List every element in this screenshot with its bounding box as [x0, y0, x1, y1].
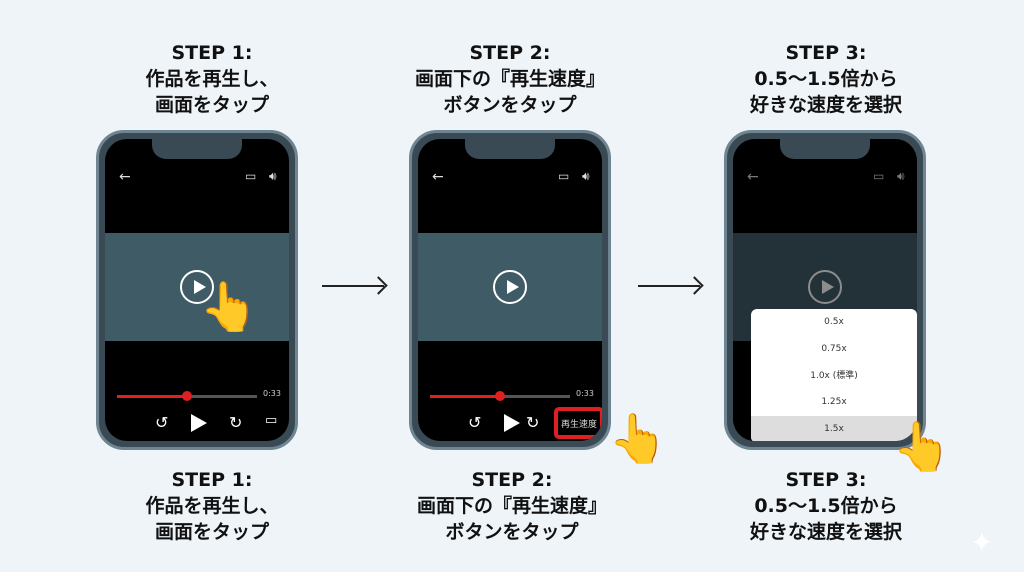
airplay-icon[interactable]: ▭: [265, 413, 278, 428]
notch: [152, 139, 242, 159]
player-screen[interactable]: ← ▭ 🔊︎ 0:33 ↺ ↻ ▭: [105, 139, 289, 441]
player-screen[interactable]: ← ▭ 🔊︎ 0.5x 0.75x 1.0x (標準) 1.25x 1.5x: [733, 139, 917, 441]
time-label: 0:33: [576, 389, 594, 398]
back-icon[interactable]: ←: [747, 169, 759, 185]
phone-step2: ← ▭ 🔊︎ 0:33 ↺ ↻ 再生速度 👆: [409, 130, 668, 463]
cast-icon[interactable]: ▭: [558, 169, 570, 183]
step-text: 画面をタップ: [154, 521, 269, 543]
player-screen[interactable]: ← ▭ 🔊︎ 0:33 ↺ ↻ 再生速度: [418, 139, 602, 441]
forward-10-icon[interactable]: ↻: [526, 413, 540, 432]
play-circle-icon[interactable]: [180, 270, 214, 304]
back-icon[interactable]: ←: [119, 169, 131, 185]
progress-bar[interactable]: [117, 391, 257, 401]
speed-option[interactable]: 1.0x (標準): [810, 370, 858, 381]
step-text: 画面下の『再生速度』: [416, 495, 607, 517]
step3-caption-bottom: STEP 3: 0.5〜1.5倍から好きな速度を選択: [676, 467, 976, 545]
arrow-right-icon: [638, 285, 700, 287]
play-circle-icon: [808, 270, 842, 304]
step1-caption-top: STEP 1: 作品を再生し、画面をタップ: [62, 40, 362, 118]
step-text: 作品を再生し、: [145, 495, 279, 517]
step-title: STEP 2:: [471, 469, 553, 491]
step-text: 画面をタップ: [154, 94, 269, 116]
step2-caption-top: STEP 2: 画面下の『再生速度』ボタンをタップ: [360, 40, 660, 118]
time-label: 0:33: [263, 389, 281, 398]
tap-hand-icon: 👆: [892, 419, 952, 475]
cast-icon[interactable]: ▭: [873, 169, 885, 183]
volume-icon[interactable]: 🔊︎: [582, 169, 590, 183]
step-text: 好きな速度を選択: [749, 521, 902, 543]
step-text: ボタンをタップ: [443, 94, 577, 116]
video-area[interactable]: [418, 233, 602, 341]
phone-step1: ← ▭ 🔊︎ 0:33 ↺ ↻ ▭ 👆: [96, 130, 298, 450]
volume-icon[interactable]: 🔊︎: [269, 169, 277, 183]
playback-speed-button[interactable]: 再生速度: [554, 407, 602, 439]
step3-caption-top: STEP 3: 0.5〜1.5倍から好きな速度を選択: [676, 40, 976, 118]
step-text: 作品を再生し、: [145, 68, 279, 90]
progress-bar[interactable]: [430, 391, 570, 401]
step-text: 0.5〜1.5倍から: [754, 68, 898, 90]
tap-hand-icon: 👆: [608, 411, 668, 467]
video-area[interactable]: [105, 233, 289, 341]
step-text: 好きな速度を選択: [749, 94, 902, 116]
speed-option[interactable]: 0.5x: [824, 317, 844, 327]
step-text: 0.5〜1.5倍から: [754, 495, 898, 517]
tap-hand-icon: 👆: [199, 279, 259, 335]
cast-icon[interactable]: ▭: [245, 169, 257, 183]
step1-caption-bottom: STEP 1: 作品を再生し、画面をタップ: [62, 467, 362, 545]
step-text: ボタンをタップ: [445, 521, 579, 543]
back-icon[interactable]: ←: [432, 169, 444, 185]
forward-10-icon[interactable]: ↻: [229, 413, 243, 432]
notch: [780, 139, 870, 159]
volume-icon[interactable]: 🔊︎: [897, 169, 905, 183]
step-title: STEP 2:: [469, 42, 551, 64]
rewind-10-icon[interactable]: ↺: [155, 413, 169, 432]
step-text: 画面下の『再生速度』: [414, 68, 605, 90]
speed-option[interactable]: 1.25x: [821, 397, 847, 408]
sparkle-icon: ✦: [970, 526, 994, 559]
play-icon[interactable]: [504, 414, 520, 432]
step-title: STEP 3:: [785, 42, 867, 64]
rewind-10-icon[interactable]: ↺: [468, 413, 482, 432]
step-title: STEP 3:: [785, 469, 867, 491]
play-icon[interactable]: [191, 414, 207, 432]
step2-caption-bottom: STEP 2: 画面下の『再生速度』ボタンをタップ: [362, 467, 662, 545]
progress-handle[interactable]: [495, 391, 505, 401]
arrow-right-icon: [322, 285, 384, 287]
speed-option[interactable]: 0.75x: [821, 343, 847, 354]
phone-step3: ← ▭ 🔊︎ 0.5x 0.75x 1.0x (標準) 1.25x 1.5x 👆: [724, 130, 952, 471]
play-circle-icon[interactable]: [493, 270, 527, 304]
speed-option-selected[interactable]: 1.5x: [751, 416, 917, 441]
step-title: STEP 1:: [171, 42, 253, 64]
progress-handle[interactable]: [182, 391, 192, 401]
speed-menu: 0.5x 0.75x 1.0x (標準) 1.25x 1.5x: [751, 309, 917, 441]
notch: [465, 139, 555, 159]
step-title: STEP 1:: [171, 469, 253, 491]
